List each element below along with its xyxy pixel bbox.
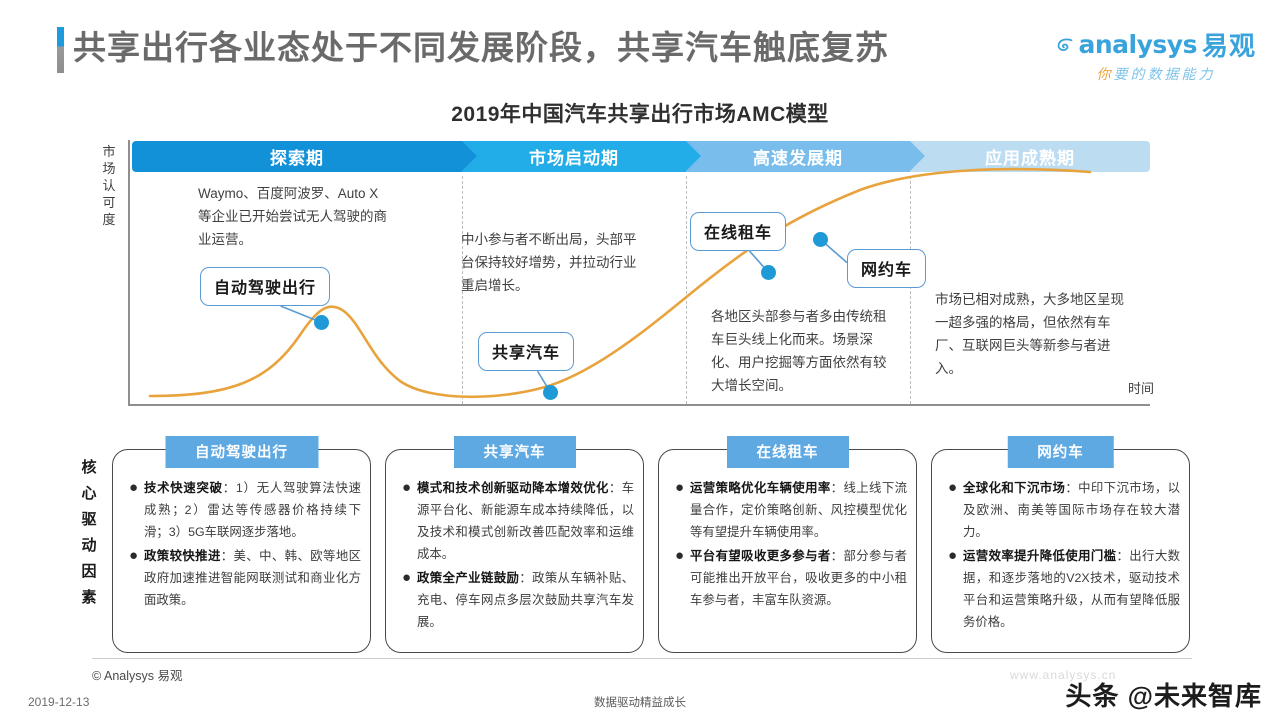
brand-tagline-rest: 要的数据能力	[1113, 66, 1216, 82]
curve-label-3: 在线租车	[690, 212, 787, 251]
driver-bullet-term: 全球化和下沉市场	[963, 481, 1066, 495]
driver-card-body: ● 全球化和下沉市场：中印下沉市场，以及欧洲、南美等国际市场存在较大潜力。 ● 运营效…	[942, 477, 1180, 635]
driver-bullet-2: ● 政策全产业链鼓励：政策从车辆补贴、充电、停车网点多层次鼓励共享汽车发展。	[396, 567, 634, 633]
driver-bullet-text: 政策全产业链鼓励：政策从车辆补贴、充电、停车网点多层次鼓励共享汽车发展。	[417, 571, 635, 629]
driver-bullet-2: ● 运营效率提升降低使用门槛：出行大数据，和逐步落地的V2X技术，驱动技术平台和运…	[942, 545, 1180, 633]
footer-date: 2019-12-13	[28, 695, 90, 709]
brand-logo: analysys 易观 你要的数据能力	[1056, 26, 1256, 84]
driver-card-body: ● 模式和技术创新驱动降本增效优化：车源平台化、新能源车成本持续降低，以及技术和模…	[396, 477, 634, 635]
curve-label-4: 网约车	[847, 249, 927, 288]
phase-segment-3: 高速发展期	[686, 141, 925, 172]
page-title: 共享出行各业态处于不同发展阶段，共享汽车触底复苏	[73, 29, 889, 66]
phase-arrow-icon	[686, 141, 701, 171]
driver-bullet-1: ● 模式和技术创新驱动降本增效优化：车源平台化、新能源车成本持续降低，以及技术和模…	[396, 477, 634, 565]
y-axis-label: 市场认可度	[102, 144, 116, 227]
phase-label: 探索期	[270, 149, 324, 168]
driver-card-title: 网约车	[1007, 436, 1114, 468]
driver-bullet-term: 模式和技术创新驱动降本增效优化	[417, 481, 609, 495]
driver-bullet-term: 政策较快推进	[144, 549, 221, 563]
phase-arrow-icon	[462, 141, 477, 171]
brand-logo-main: analysys 易观	[1056, 26, 1256, 63]
phase-segment-2: 市场启动期	[462, 141, 701, 172]
bullet-dot-icon: ●	[401, 479, 412, 496]
brand-name: analysys	[1078, 30, 1198, 59]
driver-bullet-text: 技术快速突破：1）无人驾驶算法快速成熟；2）雷达等传感器价格持续下滑；3）5G车…	[144, 481, 361, 539]
driver-bullet-text: 平台有望吸收更多参与者：部分参与者可能推出开放平台，吸收更多的中小租车参与者，丰…	[690, 549, 908, 607]
bullet-dot-icon: ●	[947, 547, 958, 564]
driver-card-body: ● 技术快速突破：1）无人驾驶算法快速成熟；2）雷达等传感器价格持续下滑；3）5G…	[123, 477, 361, 613]
phase-label: 市场启动期	[529, 149, 619, 168]
bullet-dot-icon: ●	[128, 479, 139, 496]
footer-divider	[92, 658, 1192, 659]
driver-bullet-term: 平台有望吸收更多参与者	[690, 549, 831, 563]
core-drivers-label: 核心驱动因素	[81, 459, 97, 606]
driver-card-2: 共享汽车 ● 模式和技术创新驱动降本增效优化：车源平台化、新能源车成本持续降低，以及…	[385, 436, 644, 653]
driver-card-title: 在线租车	[726, 436, 849, 468]
driver-bullet-1: ● 技术快速突破：1）无人驾驶算法快速成熟；2）雷达等传感器价格持续下滑；3）5G…	[123, 477, 361, 543]
title-accent-bar	[57, 27, 64, 73]
analysys-swoosh-icon	[1057, 38, 1073, 51]
driver-card-title: 共享汽车	[453, 436, 576, 468]
driver-bullet-2: ● 政策较快推进：美、中、韩、欧等地区政府加速推进智能网联测试和商业化方面政策。	[123, 545, 361, 611]
driver-bullet-text: 政策较快推进：美、中、韩、欧等地区政府加速推进智能网联测试和商业化方面政策。	[144, 549, 362, 607]
driver-bullet-2: ● 平台有望吸收更多参与者：部分参与者可能推出开放平台，吸收更多的中小租车参与者，…	[669, 545, 907, 611]
brand-tagline: 你要的数据能力	[1056, 64, 1256, 84]
phase-segment-1: 探索期	[132, 141, 477, 172]
driver-bullet-term: 技术快速突破	[144, 481, 223, 495]
driver-bullet-text: 运营策略优化车辆使用率：线上线下流量合作，定价策略创新、风控模型优化等有望提升车…	[690, 481, 908, 539]
bullet-dot-icon: ●	[947, 479, 958, 496]
driver-bullet-1: ● 全球化和下沉市场：中印下沉市场，以及欧洲、南美等国际市场存在较大潜力。	[942, 477, 1180, 543]
phase-divider-3	[910, 176, 911, 404]
driver-card-title: 自动驾驶出行	[165, 436, 318, 468]
bullet-dot-icon: ●	[674, 547, 685, 564]
driver-bullet-1: ● 运营策略优化车辆使用率：线上线下流量合作，定价策略创新、风控模型优化等有望提升…	[669, 477, 907, 543]
site-watermark: www.analysys.cn	[1010, 668, 1117, 682]
x-axis-label: 时间	[1128, 381, 1155, 396]
brand-tagline-highlight: 你	[1096, 66, 1114, 82]
bullet-dot-icon: ●	[401, 569, 412, 586]
curve-dot-3	[761, 265, 776, 280]
chart-copy-4: 市场已相对成熟，大多地区呈现一超多强的格局，但依然有车厂、互联网巨头等新参与者进…	[935, 292, 1124, 376]
chart-copy-2: 中小参与者不断出局，头部平台保持较好增势，并拉动行业重启增长。	[461, 232, 637, 293]
driver-card-1: 自动驾驶出行 ● 技术快速突破：1）无人驾驶算法快速成熟；2）雷达等传感器价格持续下…	[112, 436, 371, 653]
driver-bullet-term: 政策全产业链鼓励	[417, 571, 520, 585]
driver-card-4: 网约车●全球化和下沉市场：中印下沉市场，以及欧洲、南美等国际市场存在较大潜力。●…	[931, 436, 1190, 653]
curve-label-1: 自动驾驶出行	[200, 267, 331, 306]
phase-bar: 探索期 市场启动期 高速发展期 应用成熟期	[132, 141, 1150, 172]
curve-label-2: 共享汽车	[478, 332, 575, 371]
bullet-dot-icon: ●	[128, 547, 139, 564]
x-axis-line	[128, 404, 1150, 406]
driver-card-3: 在线租车 ● 运营策略优化车辆使用率：线上线下流量合作，定价策略创新、风控模型优化等…	[658, 436, 917, 653]
driver-card-body: ● 运营策略优化车辆使用率：线上线下流量合作，定价策略创新、风控模型优化等有望提升…	[669, 477, 907, 613]
driver-bullet-term: 运营策略优化车辆使用率	[690, 481, 831, 495]
driver-bullet-term: 运营效率提升降低使用门槛	[963, 549, 1117, 563]
curve-dot-2	[543, 385, 558, 400]
phase-arrow-icon	[910, 141, 925, 171]
copyright-text: © Analysys 易观	[92, 669, 183, 683]
curve-dot-4	[813, 232, 828, 247]
footer-slogan: 数据驱动精益成长	[594, 697, 686, 709]
phase-divider-2	[686, 176, 687, 404]
driver-bullet-text: 模式和技术创新驱动降本增效优化：车源平台化、新能源车成本持续降低，以及技术和模式…	[417, 481, 635, 561]
driver-bullet-text: 运营效率提升降低使用门槛：出行大数据，和逐步落地的V2X技术，驱动技术平台和运营…	[963, 549, 1181, 629]
curve-dot-1	[314, 315, 329, 330]
phase-label: 应用成熟期	[985, 149, 1075, 168]
chart-copy-3: 各地区头部参与者多由传统租车巨头线上化而来。场景深化、用户挖掘等方面依然有较大增…	[711, 309, 887, 393]
bullet-dot-icon: ●	[674, 479, 685, 496]
chart-copy-1: Waymo、百度阿波罗、Auto X 等企业已开始尝试无人驾驶的商业运营。	[198, 186, 387, 247]
driver-bullet-text: 全球化和下沉市场：中印下沉市场，以及欧洲、南美等国际市场存在较大潜力。	[963, 481, 1181, 539]
phase-segment-4: 应用成熟期	[910, 141, 1150, 172]
y-axis-line	[128, 140, 130, 405]
phase-label: 高速发展期	[753, 149, 843, 168]
source-watermark: 头条 @未来智库	[1065, 681, 1262, 711]
brand-name-cn: 易观	[1201, 31, 1256, 61]
chart-title: 2019年中国汽车共享出行市场AMC模型	[451, 103, 829, 126]
